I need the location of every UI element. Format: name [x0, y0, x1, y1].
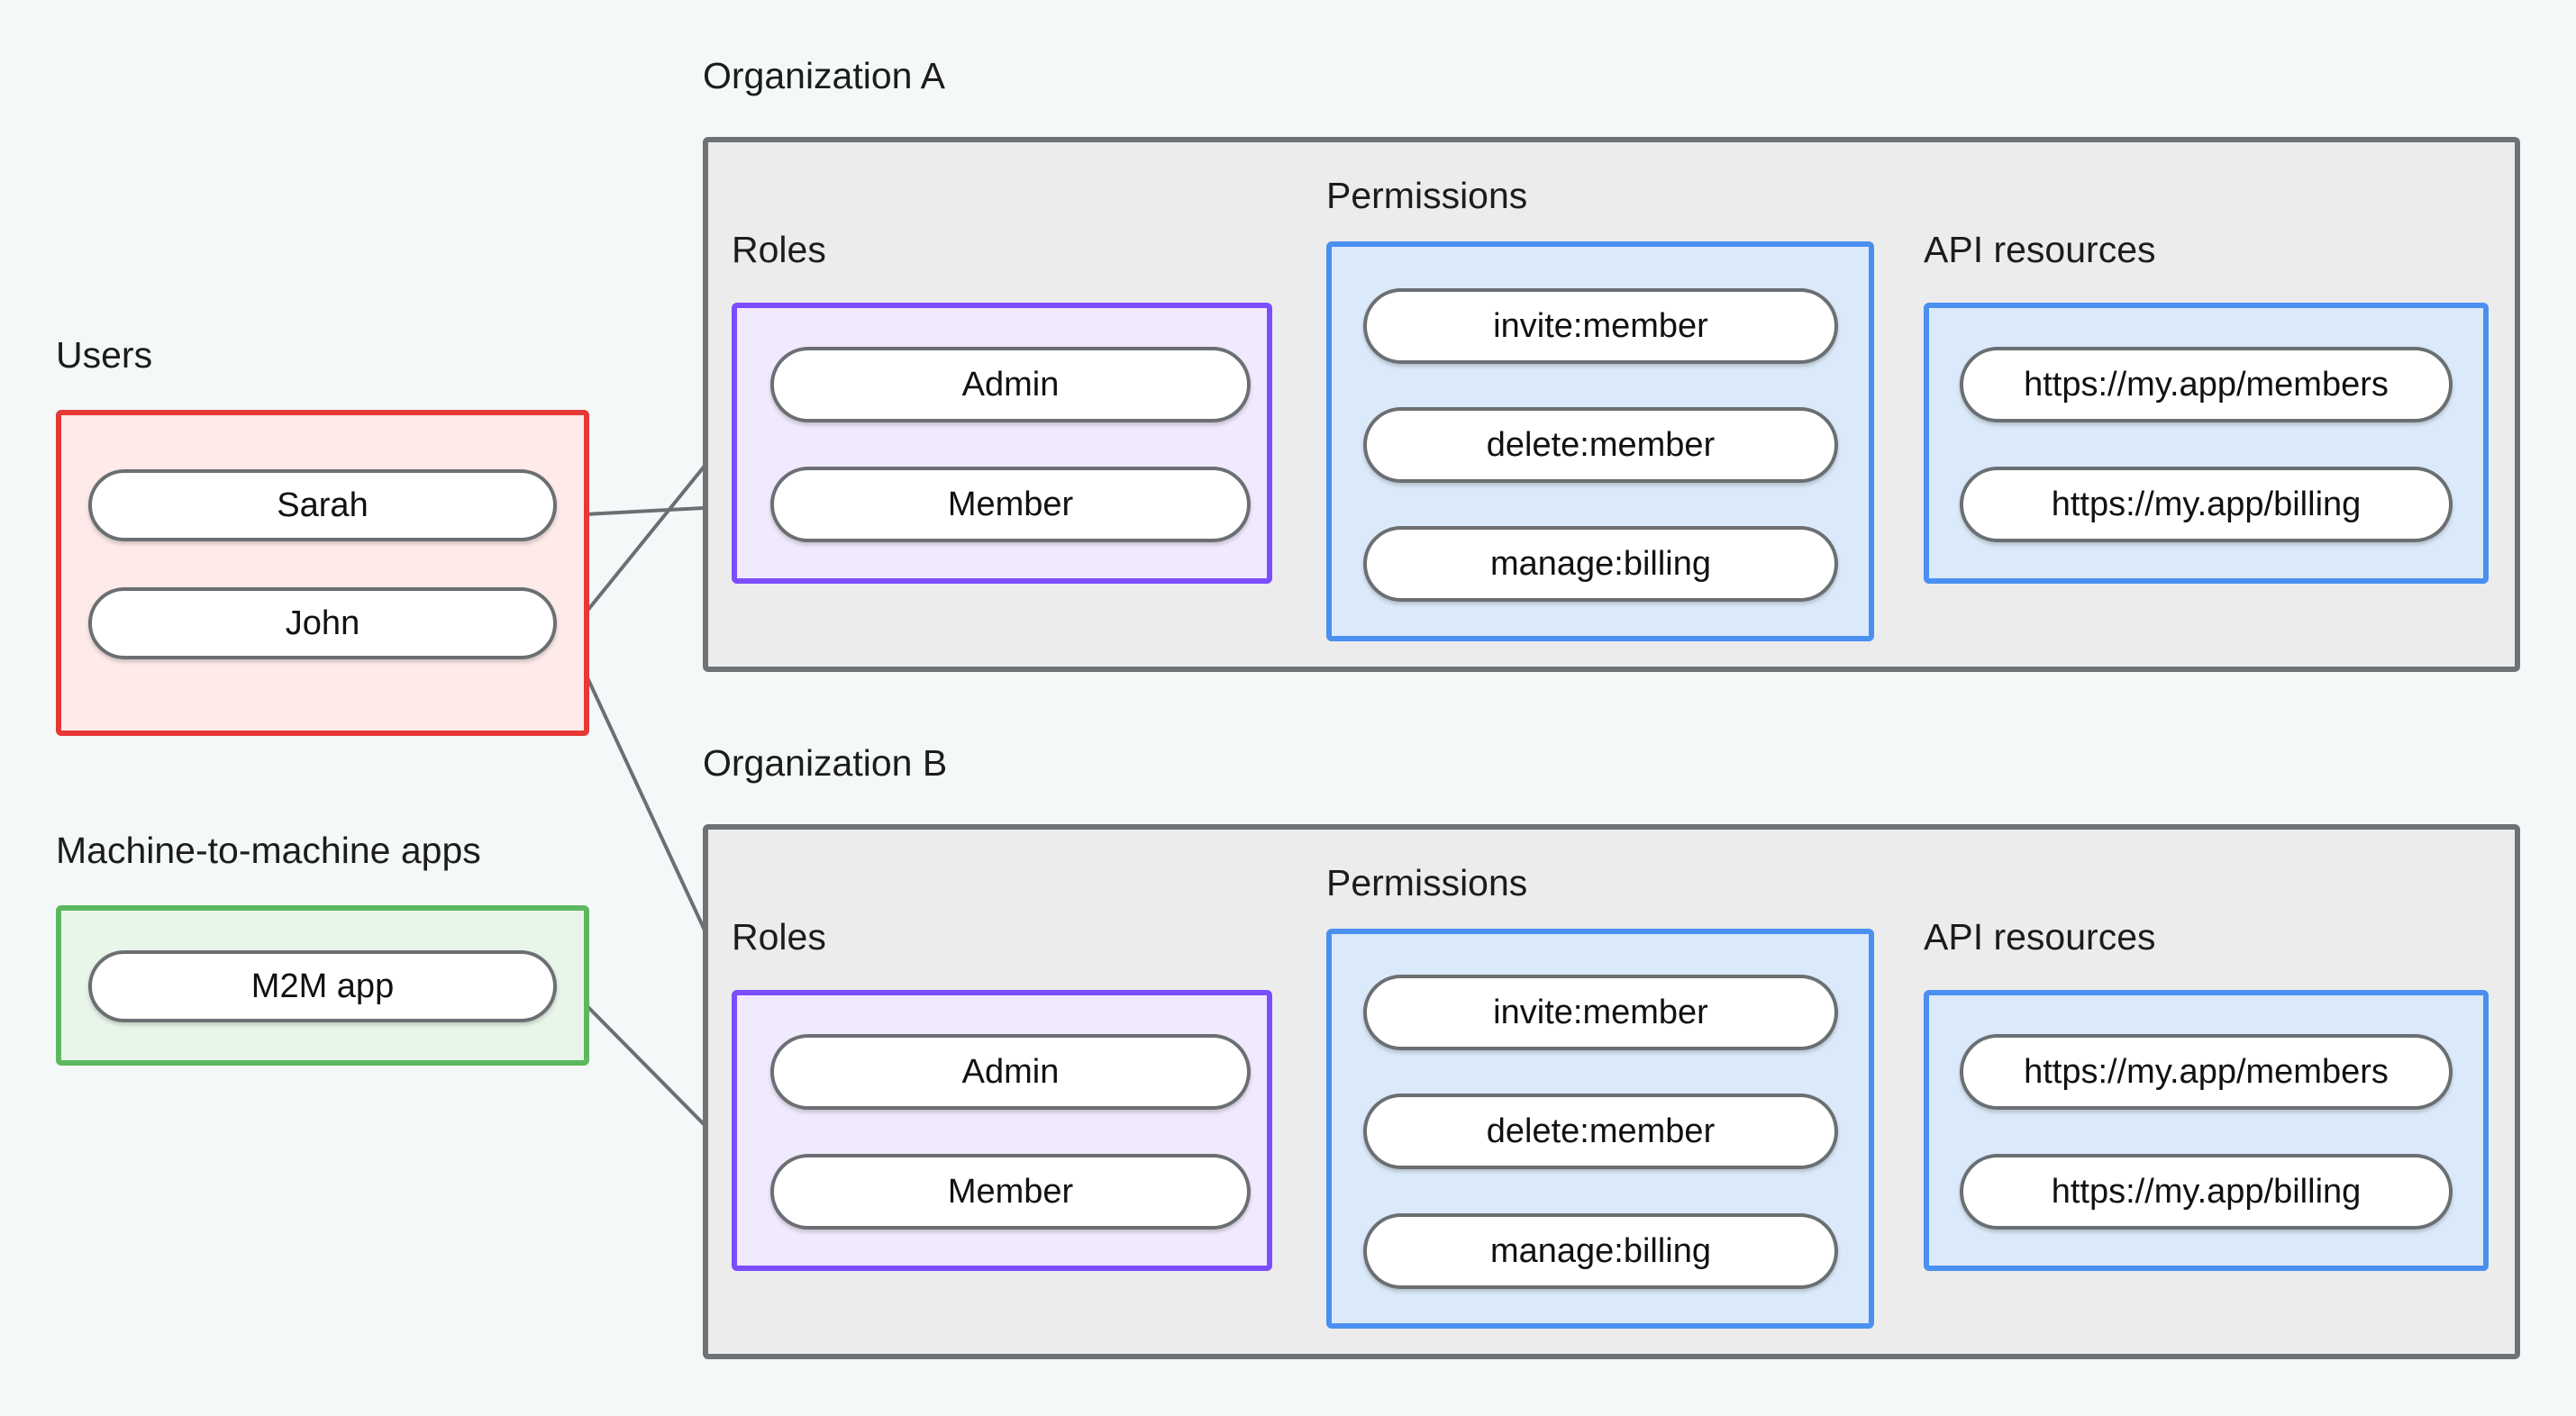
org-b-permission-invite-member[interactable]: invite:member	[1363, 975, 1838, 1050]
org-a-role-member[interactable]: Member	[770, 467, 1251, 542]
org-b-role-member[interactable]: Member	[770, 1154, 1251, 1230]
org-b-permissions-caption: Permissions	[1326, 862, 1528, 903]
org-a-permissions-caption: Permissions	[1326, 175, 1528, 216]
org-a-permission-delete-member[interactable]: delete:member	[1363, 407, 1838, 483]
user-node-john[interactable]: John	[88, 587, 557, 659]
org-b-api-resource-members[interactable]: https://my.app/members	[1960, 1034, 2453, 1110]
org-a-roles-caption: Roles	[732, 229, 826, 270]
org-b-api-resources-caption: API resources	[1924, 916, 2156, 958]
user-node-sarah[interactable]: Sarah	[88, 469, 557, 541]
org-b-permission-delete-member[interactable]: delete:member	[1363, 1094, 1838, 1169]
users-caption: Users	[56, 334, 153, 376]
org-b-caption: Organization B	[703, 742, 948, 784]
m2m-caption: Machine-to-machine apps	[56, 830, 481, 871]
org-a-permission-invite-member[interactable]: invite:member	[1363, 288, 1838, 364]
org-a-api-resources-caption: API resources	[1924, 229, 2156, 270]
m2m-node-app[interactable]: M2M app	[88, 950, 557, 1022]
org-a-caption: Organization A	[703, 55, 945, 96]
org-a-permission-manage-billing[interactable]: manage:billing	[1363, 526, 1838, 602]
org-b-api-resource-billing[interactable]: https://my.app/billing	[1960, 1154, 2453, 1230]
org-a-role-admin[interactable]: Admin	[770, 347, 1251, 422]
org-b-role-admin[interactable]: Admin	[770, 1034, 1251, 1110]
org-a-api-resource-billing[interactable]: https://my.app/billing	[1960, 467, 2453, 542]
users-container	[56, 410, 589, 736]
org-a-api-resource-members[interactable]: https://my.app/members	[1960, 347, 2453, 422]
org-b-permission-manage-billing[interactable]: manage:billing	[1363, 1213, 1838, 1289]
org-b-roles-caption: Roles	[732, 916, 826, 958]
